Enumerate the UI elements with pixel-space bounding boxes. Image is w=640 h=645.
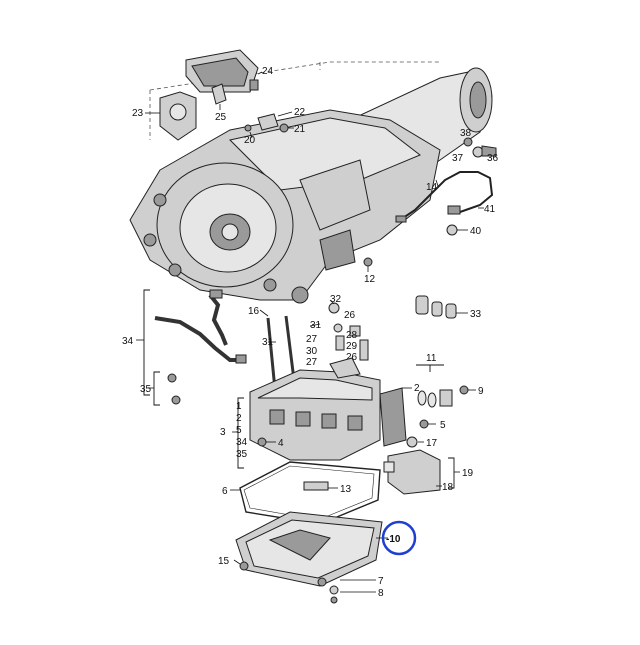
part-number-26a: 26: [344, 310, 356, 321]
part-number-28: 28: [346, 330, 358, 341]
part-number-23: 23: [132, 108, 144, 119]
connector-group: [463, 137, 497, 158]
part-number-14: 14: [426, 182, 438, 193]
part-number-17: 17: [426, 438, 438, 449]
part-number-27a: 27: [306, 334, 318, 345]
part-number-22: 22: [294, 107, 306, 118]
part-number-38: 38: [460, 128, 472, 139]
part-number-15: 15: [218, 556, 230, 567]
part-number-9: 9: [478, 386, 484, 397]
part-number-10: -10: [386, 534, 401, 545]
part-number-26b: 26: [346, 352, 358, 363]
highlight-circle: [381, 520, 417, 556]
part-number-41: 41: [484, 204, 496, 215]
transmission-housing: [129, 67, 493, 304]
part-number-37: 37: [452, 153, 464, 164]
mount-bracket-group: [159, 49, 259, 141]
part-number-6: 6: [222, 486, 228, 497]
drain-plug: [329, 585, 339, 604]
part-number-31a: 31: [310, 320, 322, 331]
oil-pan: [235, 511, 383, 587]
part-number-21: 21: [294, 124, 306, 135]
connector-33-group: [415, 295, 457, 319]
part-number-18: 18: [442, 482, 454, 493]
bolt-4-shape: [257, 437, 267, 447]
part-number-31b: 31: [262, 337, 274, 348]
control-module: [383, 449, 441, 495]
bolt-5-shape: [419, 419, 429, 429]
part-number-20: 20: [244, 135, 256, 146]
part-number-29: 29: [346, 341, 358, 352]
group3-item-1: 1: [236, 401, 242, 412]
part-number-5: 5: [440, 420, 446, 431]
group3-item-5: 5: [236, 425, 242, 436]
valve-body: [249, 357, 407, 461]
group3-item-35: 35: [236, 449, 248, 460]
part-number-24: 24: [262, 66, 274, 77]
part-number-2: 2: [414, 383, 420, 394]
part-number-36: 36: [487, 153, 499, 164]
part-number-16: 16: [248, 306, 260, 317]
clip-part-group: [244, 113, 289, 133]
seal-ring-group: [417, 385, 469, 408]
group3-item-2: 2: [236, 413, 242, 424]
bolt-35-group: [167, 373, 181, 405]
pan-gasket: [239, 461, 381, 525]
group3-item-34: 34: [236, 437, 248, 448]
bolt-12-shape: [363, 257, 373, 267]
part-number-13: 13: [340, 484, 352, 495]
part-number-19: 19: [462, 468, 474, 479]
part-number-27b: 27: [306, 357, 318, 368]
sensor-cable: [395, 171, 494, 236]
part-number-7: 7: [378, 576, 384, 587]
part-number-4: 4: [278, 438, 284, 449]
part-number-32: 32: [330, 294, 342, 305]
part-number-33: 33: [470, 309, 482, 320]
part-number-25: 25: [215, 112, 227, 123]
part-number-35: 35: [140, 384, 152, 395]
part-number-12: 12: [364, 274, 376, 285]
screw-15-shape: [239, 561, 249, 571]
wiring-harness: [154, 289, 247, 364]
part-number-40: 40: [470, 226, 482, 237]
part-number-34: 34: [122, 336, 134, 347]
part-number-30: 30: [306, 346, 318, 357]
part-number-8: 8: [378, 588, 384, 599]
part-number-3: 3: [220, 427, 226, 438]
seal-17-shape: [406, 436, 418, 448]
part-number-11: 11: [426, 353, 437, 364]
